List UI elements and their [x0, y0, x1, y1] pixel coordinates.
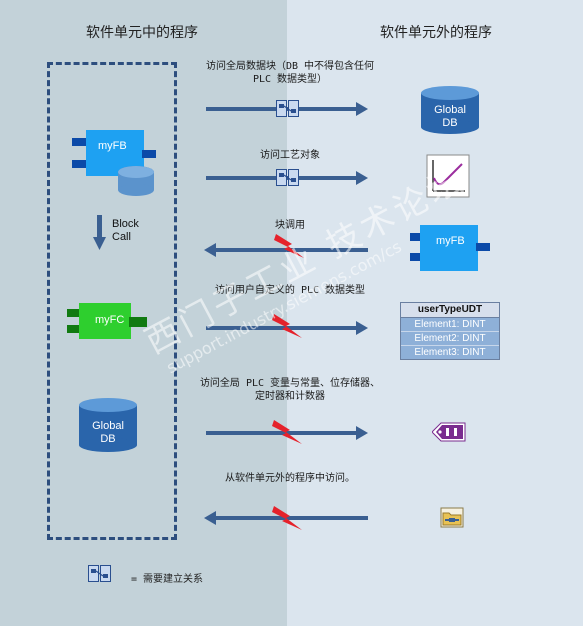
database-icon: [421, 86, 479, 134]
function-icon: [67, 303, 147, 339]
udt-element: Element3: DINT: [401, 346, 499, 359]
header-outside: 软件单元外的程序: [380, 25, 492, 41]
arrow-to-plc-tags: [206, 426, 368, 440]
lightning-icon: [274, 234, 304, 258]
myfb-block-inside: myFB: [72, 130, 162, 202]
db-label-line1: Global: [92, 420, 124, 432]
software-unit-boundary: [47, 62, 177, 540]
block-call-arrow-icon: [93, 215, 106, 250]
lightning-icon: [272, 506, 302, 530]
legend-label: = 需要建立关系: [131, 574, 204, 585]
program-folder-icon: [440, 507, 464, 528]
global-db-inside: Global DB: [78, 397, 138, 453]
row-label-global-db: 访问全局数据块（DB 中不得包含任何 PLC 数据类型）: [205, 61, 375, 85]
relationship-icon: [88, 565, 111, 582]
db-label-line2: DB: [100, 433, 116, 445]
row-label-plc-tags: 访问全局 PLC 变量与常量、位存储器、 定时器和计数器: [199, 378, 381, 402]
user-type-udt-table: userTypeUDT Element1: DINT Element2: DIN…: [400, 302, 500, 360]
global-db-outside: Global DB: [420, 85, 480, 135]
technology-object-icon: [426, 154, 470, 198]
myfc-label: myFC: [95, 314, 125, 326]
arrow-external-access: [204, 511, 368, 525]
header-inside: 软件单元中的程序: [86, 25, 198, 41]
function-block-icon: [72, 130, 156, 196]
lightning-icon: [272, 420, 302, 444]
row-label-external-access: 从软件单元外的程序中访问。: [225, 473, 355, 484]
database-icon: [79, 398, 137, 452]
udt-title: userTypeUDT: [401, 303, 499, 318]
plc-tag-icon: [432, 422, 466, 442]
udt-element: Element2: DINT: [401, 332, 499, 346]
function-block-icon: [410, 225, 490, 271]
relationship-icon: [276, 169, 299, 186]
row-label-udt: 访问用户自定义的 PLC 数据类型: [214, 285, 366, 296]
row-label-technology-object: 访问工艺对象: [260, 150, 320, 161]
row-label-block-call: 块调用: [275, 220, 305, 231]
myfb-block-outside: myFB: [410, 225, 490, 277]
block-call-label: Block Call: [112, 218, 139, 243]
lightning-icon: [272, 314, 302, 338]
arrow-to-udt: [206, 321, 368, 335]
myfc-block: myFC: [67, 303, 151, 343]
myfb-label-inside: myFB: [98, 140, 127, 152]
myfb-label-outside: myFB: [436, 235, 465, 247]
udt-element: Element1: DINT: [401, 318, 499, 332]
relationship-icon: [276, 100, 299, 117]
